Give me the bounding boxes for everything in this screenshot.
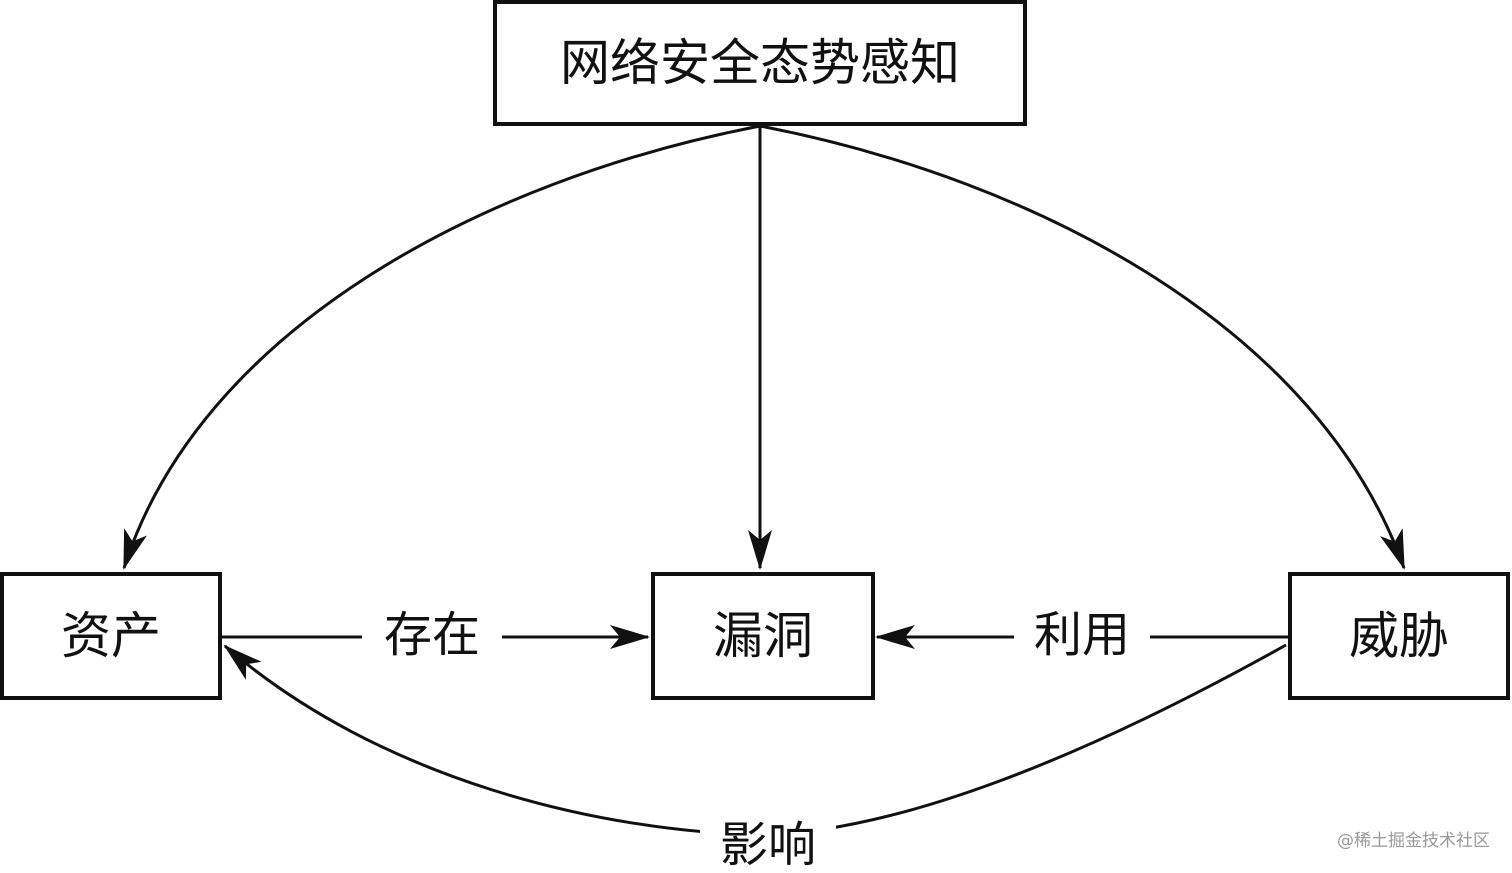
node-label-threat: 威胁 [1349,607,1449,665]
node-label-assets: 资产 [61,607,161,665]
edge-label-exploits: 利用 [1034,607,1130,663]
exists-label-bg [362,605,502,669]
node-situational-awareness: 网络安全态势感知 [493,0,1027,126]
watermark: @稀土掘金技术社区 [1337,831,1490,851]
edge-label-exists: 存在 [384,607,480,663]
edge-label-affects: 影响 [720,817,816,873]
affects-label-bg [700,812,836,873]
exploits-label-bg [1014,605,1150,669]
edge-awareness-to-assets [122,124,761,570]
node-vulnerability: 漏洞 [651,572,875,700]
node-assets: 资产 [0,572,222,700]
node-label-situational-awareness: 网络安全态势感知 [560,34,960,92]
edge-awareness-to-threat [759,124,1406,570]
node-label-vulnerability: 漏洞 [713,607,813,665]
node-threat: 威胁 [1288,572,1510,700]
